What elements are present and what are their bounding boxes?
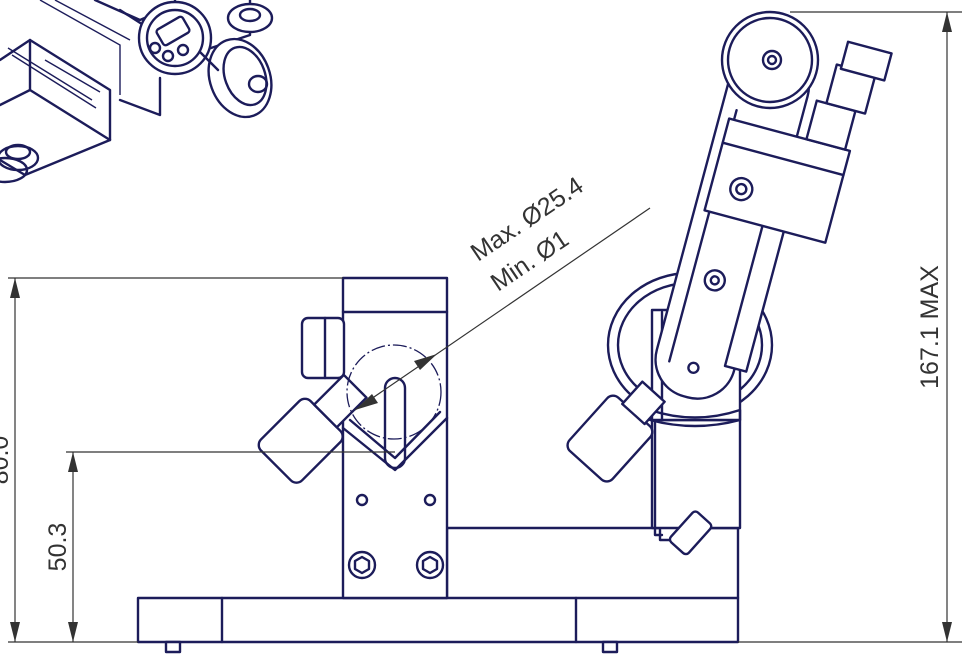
v-block [341, 276, 449, 600]
tilt-housing [650, 418, 742, 530]
hex-screw-icon [347, 550, 377, 580]
dim-label-mount-height: 50.3 [44, 523, 72, 572]
dimension-lines [8, 11, 962, 643]
knob-top-icon [226, 2, 274, 34]
hex-screw-icon [415, 550, 445, 580]
pin-slot [383, 376, 407, 470]
roller-wheel-icon [720, 10, 820, 110]
clamp-block [703, 117, 852, 244]
side-knob-icon [300, 316, 346, 380]
isometric-inset-view [0, 0, 274, 184]
base-plate [136, 596, 740, 644]
dim-label-block-height: 80.0 [0, 436, 14, 485]
aperture-circle [346, 344, 442, 440]
dial-gauge-icon [137, 0, 213, 76]
dim-label-overall-height: 167.1 MAX [916, 265, 944, 389]
side-view [136, 10, 893, 654]
